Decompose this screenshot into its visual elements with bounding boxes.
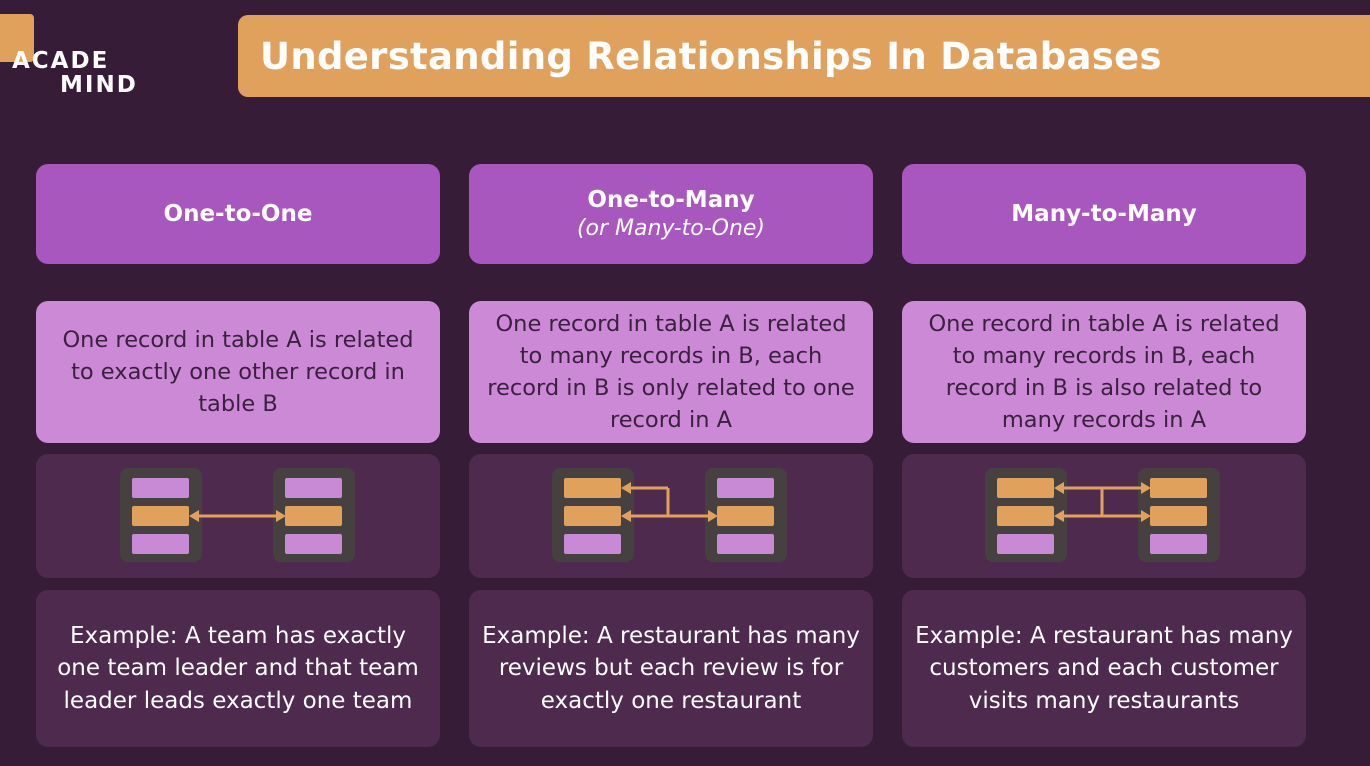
table-a	[985, 468, 1067, 562]
logo-text-line1: ACADE	[12, 48, 110, 74]
relationship-diagram	[36, 454, 440, 578]
slide-title: Understanding Relationships In Databases	[260, 34, 1162, 78]
relationship-header: Many-to-Many	[902, 164, 1306, 264]
relationship-example: Example: A restaurant has many reviews b…	[469, 590, 873, 747]
relation-arrows	[1054, 482, 1151, 522]
academind-logo: ACADE MIND	[0, 14, 140, 104]
relationship-description: One record in table A is related to many…	[902, 301, 1306, 443]
title-banner: Understanding Relationships In Databases	[238, 15, 1370, 97]
relationship-example: Example: A team has exactly one team lea…	[36, 590, 440, 747]
relation-arrows	[621, 482, 718, 522]
relationship-description: One record in table A is related to exac…	[36, 301, 440, 443]
relationship-title: One-to-One	[163, 201, 313, 227]
relationship-description: One record in table A is related to many…	[469, 301, 873, 443]
relationship-title: One-to-Many	[587, 187, 755, 213]
table-b	[273, 468, 355, 562]
table-b	[1138, 468, 1220, 562]
column-one-to-many: One-to-Many (or Many-to-One) One record …	[469, 164, 873, 747]
table-a	[552, 468, 634, 562]
relationship-header: One-to-Many (or Many-to-One)	[469, 164, 873, 264]
logo-mark	[0, 14, 34, 62]
relationship-title: Many-to-Many	[1011, 201, 1197, 227]
logo-text-line2: MIND	[60, 72, 138, 98]
relationship-diagram	[469, 454, 873, 578]
relation-arrow	[189, 510, 286, 522]
relationship-diagram	[902, 454, 1306, 578]
table-a	[120, 468, 202, 562]
relationship-header: One-to-One	[36, 164, 440, 264]
column-one-to-one: One-to-One One record in table A is rela…	[36, 164, 440, 747]
relationship-example: Example: A restaurant has many customers…	[902, 590, 1306, 747]
column-many-to-many: Many-to-Many One record in table A is re…	[902, 164, 1306, 747]
relationship-subtitle: (or Many-to-One)	[576, 216, 766, 241]
table-b	[705, 468, 787, 562]
